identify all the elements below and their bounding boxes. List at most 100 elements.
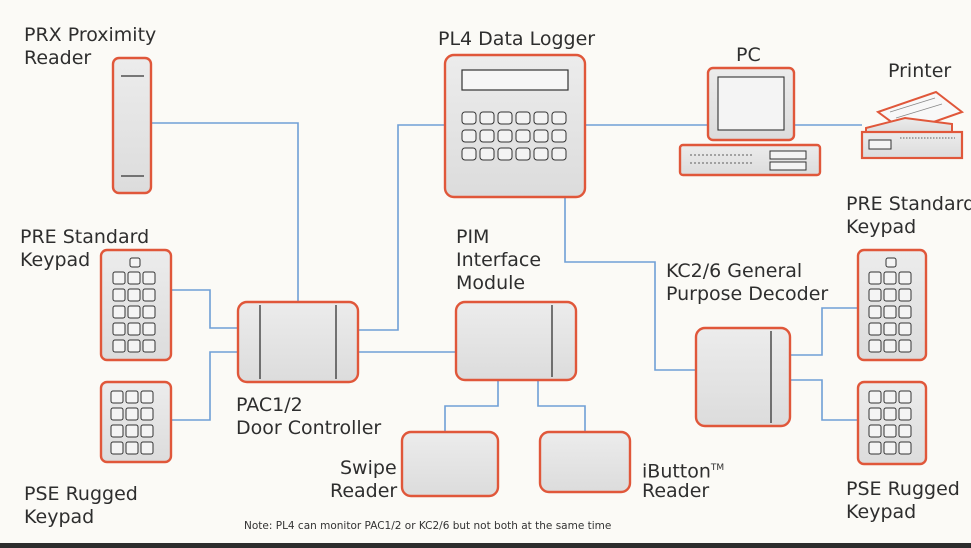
pre-standard-keypad-left-icon [99, 248, 173, 362]
pl4-key [515, 147, 531, 161]
keypad-key [898, 390, 912, 404]
swipe-label-line2: Reader [330, 480, 398, 502]
keypad-key [125, 390, 139, 404]
pl4-key [461, 147, 477, 161]
keypad-key [127, 288, 141, 302]
keypad-key [868, 339, 882, 353]
pl4-key [533, 129, 549, 143]
pse-left-label-line1: PSE Rugged [24, 483, 138, 505]
pim-interface-module-icon [454, 300, 578, 382]
pl4-key [551, 129, 567, 143]
keypad-key [883, 390, 897, 404]
keypad-key [112, 305, 126, 319]
swipe-label-line1: Swipe [340, 457, 397, 479]
ibutton-reader-icon [538, 430, 632, 494]
keypad-key [868, 322, 882, 336]
pc-label: PC [736, 44, 761, 66]
pl4-key [497, 129, 513, 143]
keypad-key [868, 407, 882, 421]
kc-label-line1: KC2/6 General [666, 260, 803, 282]
keypad-key [110, 441, 124, 455]
keypad-key [883, 271, 897, 285]
keypad-key [142, 271, 156, 285]
pl4-key [533, 147, 549, 161]
keypad-key [142, 288, 156, 302]
prx-proximity-reader-icon [111, 56, 153, 195]
keypad-key [883, 322, 897, 336]
pse-rugged-keypad-right-icon [856, 380, 928, 466]
keypad-key [868, 424, 882, 438]
pl4-key [533, 111, 549, 125]
keypad-key [883, 288, 897, 302]
keypad-key [112, 339, 126, 353]
keypad-key [883, 305, 897, 319]
pl4-key [497, 147, 513, 161]
pl4-key [479, 111, 495, 125]
pc-icon [678, 66, 822, 177]
pse-left-label-line2: Keypad [24, 506, 95, 528]
pl4-data-logger-icon [443, 53, 587, 199]
pac-door-controller-icon [236, 300, 360, 384]
pl4-key [515, 129, 531, 143]
keypad-key [898, 424, 912, 438]
connection-lines [150, 122, 862, 432]
keypad-key [127, 271, 141, 285]
keypad-led [129, 257, 141, 268]
keypad-key [142, 339, 156, 353]
bottom-border [0, 543, 971, 548]
keypad-key [898, 441, 912, 455]
pse-right-label-line1: PSE Rugged [846, 478, 960, 500]
pre-right-label-line1: PRE Standard [846, 193, 971, 215]
keypad-key [125, 441, 139, 455]
pl4-key [551, 111, 567, 125]
keypad-key [898, 407, 912, 421]
link-pac-pl4 [358, 124, 445, 331]
ibutton-label-line1: iButtonTM [642, 457, 724, 482]
keypad-key [142, 305, 156, 319]
keypad-key [112, 322, 126, 336]
pl4-key [551, 147, 567, 161]
pre-standard-keypad-right-icon [856, 248, 928, 362]
printer-icon [860, 90, 965, 160]
keypad-key [868, 441, 882, 455]
pl4-key [479, 147, 495, 161]
pse-rugged-keypad-left-icon [99, 380, 173, 464]
footnote: Note: PL4 can monitor PAC1/2 or KC2/6 bu… [244, 520, 612, 532]
pac-label-line2: Door Controller [236, 417, 382, 439]
kc-label-line2: Purpose Decoder [666, 283, 829, 305]
keypad-key [898, 288, 912, 302]
link-preleft-pac [171, 289, 238, 329]
link-prx-pac [150, 122, 299, 302]
keypad-key [868, 305, 882, 319]
pre-right-label-line2: Keypad [846, 216, 917, 238]
pim-label-line1: PIM [456, 226, 490, 248]
keypad-key [898, 271, 912, 285]
pac-label-line1: PAC1/2 [236, 394, 303, 416]
pse-right-label-line2: Keypad [846, 501, 917, 523]
prx-label-line1: PRX Proximity [24, 24, 157, 46]
pl4-key [515, 111, 531, 125]
printer-label: Printer [888, 60, 952, 82]
keypad-key [140, 390, 154, 404]
keypad-key [127, 305, 141, 319]
keypad-key [112, 288, 126, 302]
keypad-key [898, 339, 912, 353]
pl4-key [461, 129, 477, 143]
keypad-led [885, 257, 897, 268]
keypad-key [883, 407, 897, 421]
pl4-key [479, 129, 495, 143]
trademark-mark: TM [710, 463, 725, 473]
keypad-key [898, 322, 912, 336]
pl4-label: PL4 Data Logger [438, 28, 596, 50]
pre-left-label-line1: PRE Standard [20, 226, 150, 248]
keypad-key [125, 424, 139, 438]
keypad-key [140, 407, 154, 421]
link-pim-ibutton [537, 380, 586, 432]
keypad-key [868, 288, 882, 302]
link-pseleft-pac [171, 351, 238, 421]
keypad-key [112, 271, 126, 285]
keypad-key [127, 322, 141, 336]
link-pim-swipe [444, 380, 499, 432]
kc-general-purpose-decoder-icon [694, 326, 792, 428]
keypad-key [898, 305, 912, 319]
